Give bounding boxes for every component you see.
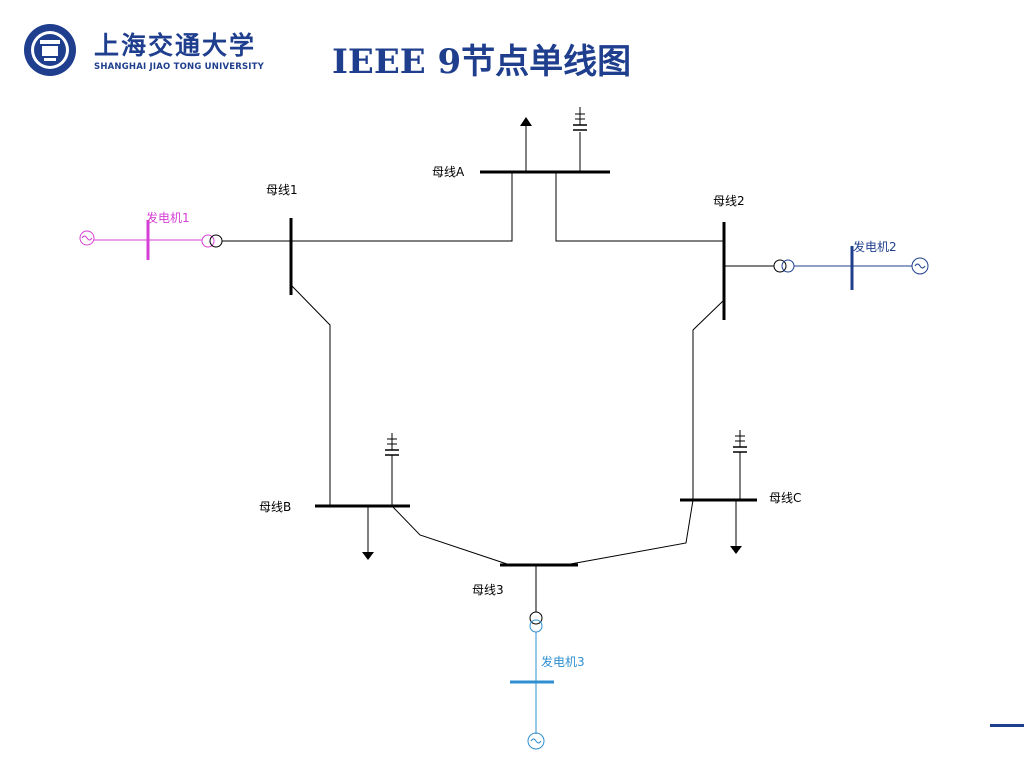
bus-c-label: 母线C: [769, 491, 801, 505]
line-a-2: [555, 172, 724, 242]
bus-2-label: 母线2: [713, 194, 745, 208]
gen-2-transformer-coil-2: [781, 259, 795, 273]
gen-1-transformer-coil-2: [209, 234, 223, 248]
bus-a-label: 母线A: [432, 165, 465, 179]
bus-1-label: 母线1: [266, 183, 298, 197]
gen-3-transformer-coil-2: [529, 619, 543, 633]
line-b-3: [391, 505, 511, 566]
logo-chinese-name: 上海交通大学: [94, 31, 257, 60]
bus-c-load-arrow: [730, 546, 742, 554]
line-c-3: [564, 499, 694, 566]
logo-english-name: SHANGHAI JIAO TONG UNIVERSITY: [94, 62, 265, 72]
gen-2-wave: [914, 263, 926, 269]
gen-3-transformer-coil-1: [529, 611, 543, 625]
gen-2-transformer-coil-1: [773, 259, 787, 273]
line-1-b: [290, 284, 331, 506]
line-2-c: [692, 299, 725, 500]
gen-3-wave: [530, 738, 542, 744]
gen-1-label: 发电机1: [146, 210, 190, 225]
gen-1-transformer-coil-1: [201, 234, 215, 248]
university-seal-icon: [24, 24, 76, 76]
gen-1-icon: [79, 230, 95, 246]
bus-b-load-arrow: [362, 552, 374, 560]
bus-b-label: 母线B: [259, 500, 291, 514]
line-a-1: [291, 172, 513, 242]
bus-a-load-arrow: [520, 117, 532, 126]
university-logo: 上海交通大学 SHANGHAI JIAO TONG UNIVERSITY: [22, 22, 264, 78]
page-title: IEEE 9节点单线图: [332, 42, 632, 82]
gen-2-label: 发电机2: [853, 239, 897, 254]
corner-accent-bar: [990, 724, 1024, 727]
gen-3-label: 发电机3: [541, 654, 585, 669]
gen-1-wave: [81, 235, 93, 241]
bus-3-label: 母线3: [472, 583, 504, 597]
gen-2-icon: [911, 257, 929, 275]
gen-3-icon: [527, 732, 545, 750]
